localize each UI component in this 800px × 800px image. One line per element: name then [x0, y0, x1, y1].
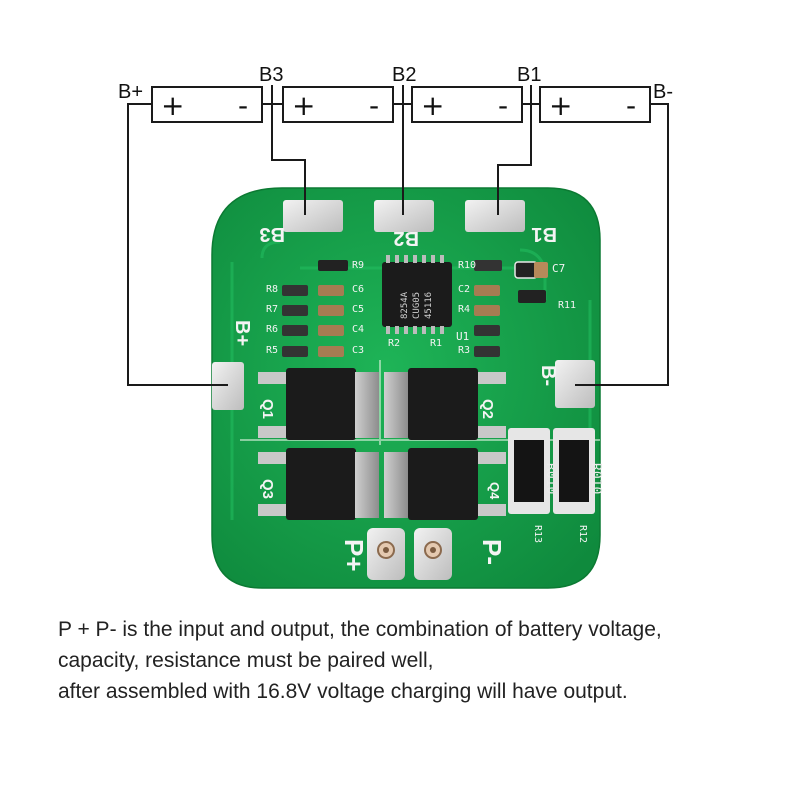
- battery-pack: + - + - + - + - B+ B3 B2 B1 B-: [118, 64, 673, 123]
- mosfet-q2: Q2: [384, 368, 506, 440]
- cell-4-plus: +: [549, 89, 572, 122]
- label-q2: Q2: [479, 399, 496, 419]
- ref-r9: R9: [352, 260, 364, 271]
- ref-r3: R3: [458, 345, 470, 356]
- label-q1: Q1: [259, 399, 276, 419]
- silk-b1: B1: [531, 223, 557, 245]
- battery-cell-4: + -: [539, 86, 651, 123]
- pad-p-plus: [367, 528, 405, 580]
- silk-b3: B3: [259, 223, 285, 245]
- ref-r11: R11: [558, 300, 576, 311]
- label-b-plus: B+: [118, 81, 143, 103]
- ref-c6: C6: [352, 284, 364, 295]
- protection-ic-u1: 8254A CUG05 45116 U1: [382, 255, 469, 343]
- ref-r8: R8: [266, 284, 278, 295]
- cell-2-plus: +: [292, 89, 315, 122]
- cell-1-plus: +: [161, 89, 184, 122]
- cell-1-minus: -: [238, 89, 248, 122]
- pad-p-minus: [414, 528, 452, 580]
- ref-c2: C2: [458, 284, 470, 295]
- wire-b1: [497, 85, 532, 215]
- battery-cell-1: + -: [151, 86, 263, 123]
- wire-b-plus: [127, 103, 228, 386]
- bms-pcb-board: B3 B2 B1 B+ B- R9 C6 C5 C4 C3 R8 R7: [211, 187, 603, 589]
- silk-p-plus: P+: [339, 539, 369, 572]
- pad-b2: [374, 200, 434, 232]
- cell-4-minus: -: [626, 89, 636, 122]
- ref-r12: R12: [577, 525, 588, 543]
- bms-wiring-diagram: + - + - + - + - B+ B3 B2 B1 B-: [118, 64, 673, 589]
- ref-c3: C3: [352, 345, 364, 356]
- ic-marking-3: 45116: [424, 292, 434, 319]
- caption-line-3: after assembled with 16.8V voltage charg…: [58, 680, 628, 703]
- cell-2-minus: -: [369, 89, 379, 122]
- mosfet-q4: Q4: [384, 448, 506, 520]
- ref-r1: R1: [430, 338, 442, 349]
- ref-u1: U1: [456, 330, 469, 343]
- shunt-resistor-r12: R010 R12: [553, 428, 603, 543]
- wire-b-minus: [575, 103, 669, 386]
- ic-marking-2: CUG05: [412, 292, 422, 319]
- ref-r6: R6: [266, 324, 278, 335]
- silk-b2: B2: [393, 227, 419, 249]
- caption-line-1: P + P- is the input and output, the comb…: [58, 618, 662, 641]
- silk-b-minus: B-: [537, 365, 559, 386]
- ref-c4: C4: [352, 324, 364, 335]
- passive-array-left: [282, 260, 348, 357]
- ref-c5: C5: [352, 304, 364, 315]
- shunt-resistor-r13: R010 R13: [508, 428, 558, 543]
- pad-b3: [283, 200, 343, 232]
- battery-cell-3: + -: [411, 86, 523, 123]
- ref-r10: R10: [458, 260, 476, 271]
- label-b-minus: B-: [653, 81, 673, 103]
- mosfet-q3: Q3: [258, 448, 379, 520]
- label-b1: B1: [517, 64, 541, 86]
- cell-3-minus: -: [498, 89, 508, 122]
- ref-r13: R13: [532, 525, 543, 543]
- battery-cell-2: + -: [282, 86, 394, 123]
- silk-p-minus: P-: [477, 539, 507, 565]
- ref-c7: C7: [552, 262, 565, 275]
- pad-b1: [465, 200, 525, 232]
- label-b3: B3: [259, 64, 283, 86]
- ref-r5: R5: [266, 345, 278, 356]
- label-b2: B2: [392, 64, 416, 86]
- label-q4: Q4: [487, 482, 502, 500]
- wiring: [127, 85, 669, 386]
- ref-r4: R4: [458, 304, 470, 315]
- mosfet-q1: Q1: [258, 368, 379, 440]
- cell-3-plus: +: [421, 89, 444, 122]
- ref-r7: R7: [266, 304, 278, 315]
- caption-line-2: capacity, resistance must be paired well…: [58, 649, 434, 672]
- passive-array-right: [474, 260, 548, 357]
- caption: P + P- is the input and output, the comb…: [58, 614, 778, 707]
- ic-marking-1: 8254A: [400, 291, 410, 319]
- ref-r2: R2: [388, 338, 400, 349]
- label-q3: Q3: [259, 479, 276, 499]
- wire-b3: [271, 85, 306, 215]
- silk-b-plus: B+: [231, 320, 253, 346]
- shunt-r12-marking: R010: [588, 463, 603, 494]
